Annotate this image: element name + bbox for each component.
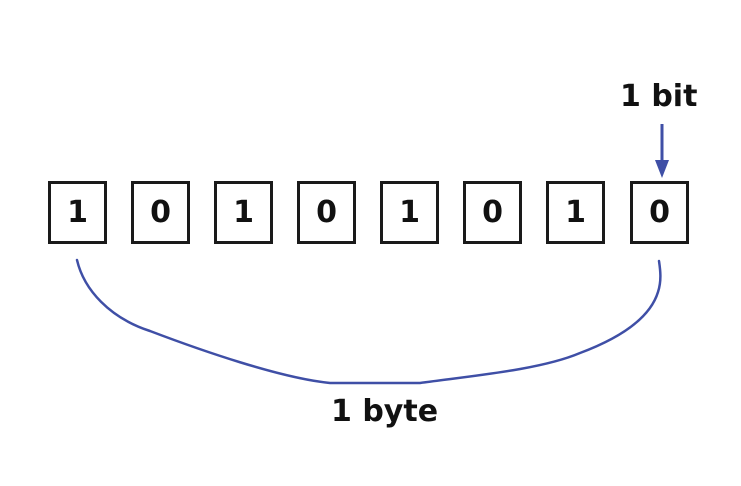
bit-box-6: 0: [463, 181, 522, 244]
bit-box-7: 1: [546, 181, 605, 244]
bit-box-1: 1: [48, 181, 107, 244]
bit-box-2: 0: [131, 181, 190, 244]
bit-box-5: 1: [380, 181, 439, 244]
byte-label: 1 byte: [331, 394, 439, 429]
bit-value-6: 0: [482, 195, 503, 230]
bit-value-7: 1: [565, 195, 586, 230]
bit-label: 1 bit: [620, 79, 698, 114]
bit-value-3: 1: [233, 195, 254, 230]
bit-box-4: 0: [297, 181, 356, 244]
bit-value-5: 1: [399, 195, 420, 230]
bit-value-2: 0: [150, 195, 171, 230]
byte-brace-curve: [75, 258, 662, 385]
bit-value-8: 0: [649, 195, 670, 230]
bit-box-8: 0: [630, 181, 689, 244]
bit-value-1: 1: [67, 195, 88, 230]
bit-arrow-head-icon: [655, 160, 669, 178]
bit-box-3: 1: [214, 181, 273, 244]
bit-value-4: 0: [316, 195, 337, 230]
